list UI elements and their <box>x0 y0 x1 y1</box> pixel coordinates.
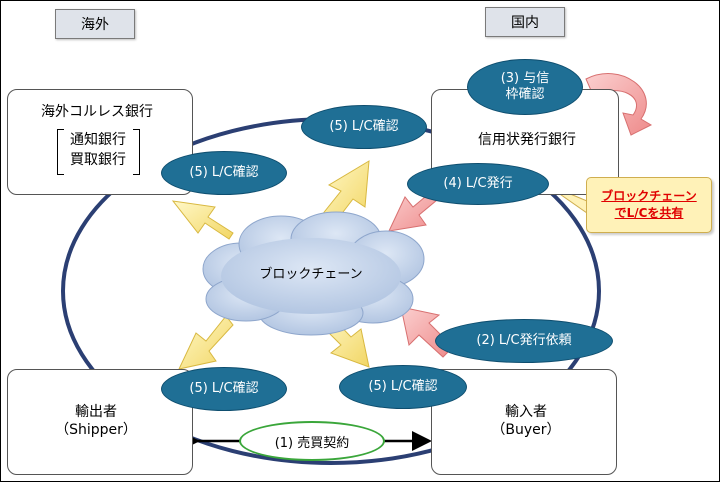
step-credit-check-line2: 枠確認 <box>505 87 545 102</box>
step-lc-issue: (4) L/C発行 <box>407 163 549 205</box>
blockchain-callout: ブロックチェーン でL/Cを共有 <box>586 177 712 233</box>
advising-bank-label: 通知銀行 <box>70 132 126 148</box>
yellow-arrow-to-correspondent <box>171 200 234 240</box>
callout-line2: でL/Cを共有 <box>614 206 684 220</box>
domestic-label: 国内 <box>485 7 565 37</box>
callout-line1: ブロックチェーン <box>601 189 697 204</box>
importer-english: （Buyer） <box>491 422 561 438</box>
correspondent-bank-title: 海外コルレス銀行 <box>41 104 153 120</box>
step-credit-check-line1: (3) 与信 <box>500 71 550 87</box>
blockchain-cloud <box>202 211 425 336</box>
step-sales-contract: (1) 売買契約 <box>239 421 385 461</box>
step-lc-request: (2) L/C発行依頼 <box>435 319 613 363</box>
blockchain-label: ブロックチェーン <box>259 267 363 282</box>
bracket-right <box>133 129 140 175</box>
exporter-english: （Shipper） <box>55 422 137 438</box>
step-lc-confirm-bottom-left: (5) L/C確認 <box>161 367 287 411</box>
exporter-title: 輸出者 <box>75 404 117 420</box>
importer-title: 輸入者 <box>505 404 547 420</box>
step-lc-confirm-bottom-right: (5) L/C確認 <box>339 365 467 409</box>
yellow-arrow-to-exporter <box>178 315 234 370</box>
bracket-left <box>57 129 64 175</box>
step-credit-check: (3) 与信 枠確認 <box>467 59 583 115</box>
overseas-label: 海外 <box>55 9 135 39</box>
step-lc-confirm-left: (5) L/C確認 <box>161 151 287 195</box>
issuing-bank-title: 信用状発行銀行 <box>478 132 576 148</box>
step-lc-confirm-top: (5) L/C確認 <box>301 105 427 149</box>
negotiating-bank-label: 買取銀行 <box>70 152 126 168</box>
